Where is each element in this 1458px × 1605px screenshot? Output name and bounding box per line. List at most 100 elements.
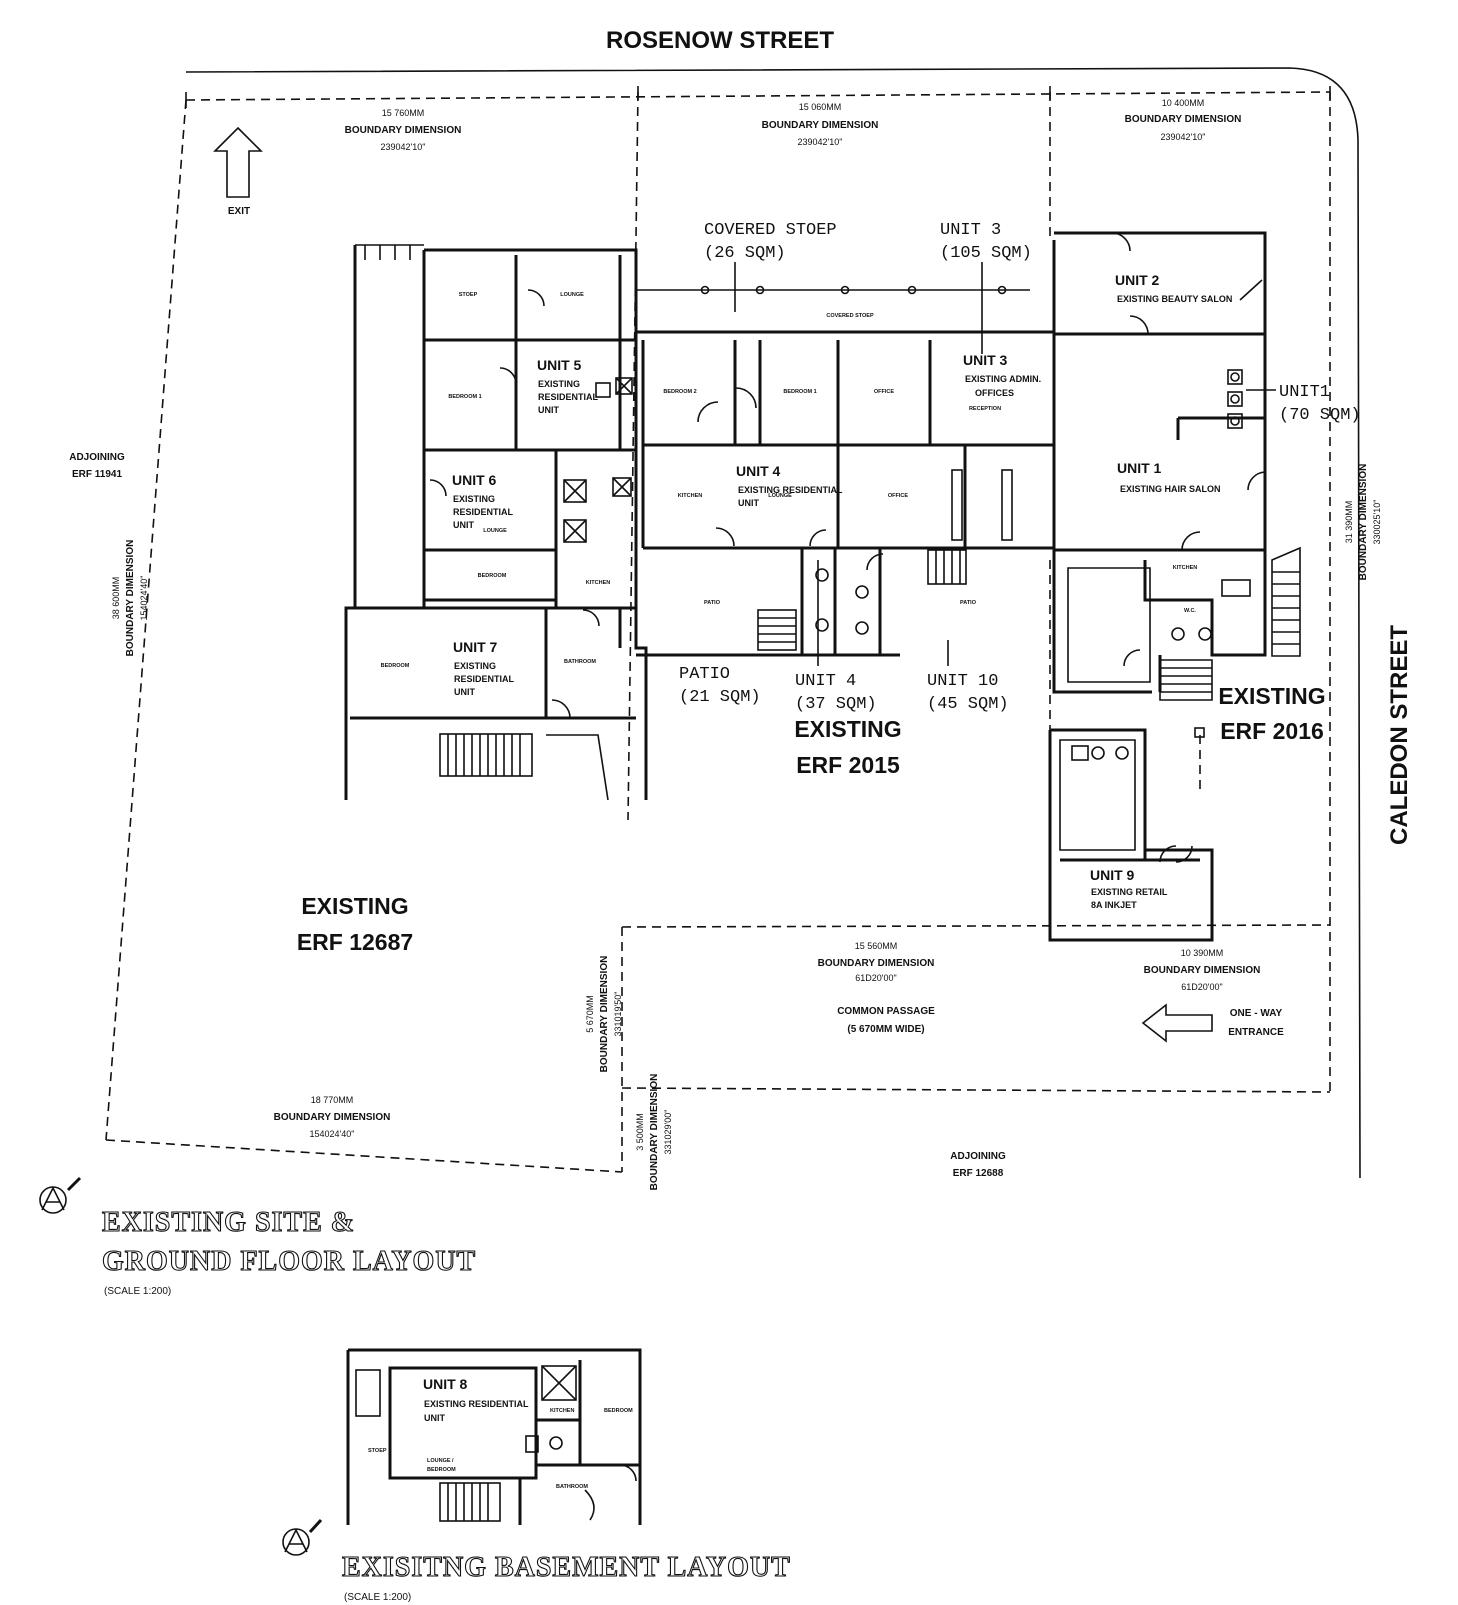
unit-2-name: UNIT 2 xyxy=(1115,272,1160,288)
top-right-bearing: 239042'10" xyxy=(1161,132,1206,142)
unit-6-desc3: UNIT xyxy=(453,520,474,530)
unit-2-desc: EXISTING BEAUTY SALON xyxy=(1117,294,1232,304)
left-label: BOUNDARY DIMENSION xyxy=(125,540,136,657)
right-bearing: 330025'10" xyxy=(1372,500,1382,545)
erf-12687-line2: ERF 12687 xyxy=(297,929,413,955)
svg-text:LOUNGE: LOUNGE xyxy=(768,493,792,499)
svg-text:KITCHEN: KITCHEN xyxy=(1173,565,1197,571)
bottom-label: BOUNDARY DIMENSION xyxy=(274,1112,391,1123)
left-dim: 38 600MM xyxy=(111,577,121,620)
top-left-label: BOUNDARY DIMENSION xyxy=(345,125,462,136)
one-way-line1: ONE - WAY xyxy=(1230,1008,1283,1019)
ground-scale: (SCALE 1:200) xyxy=(104,1286,171,1297)
top-right-dim: 10 400MM xyxy=(1162,98,1205,108)
unit1-callout-line1: UNIT1 xyxy=(1279,383,1330,402)
erf-2015-line2: ERF 2015 xyxy=(796,752,900,778)
exit-arrow-icon xyxy=(213,126,263,198)
bottom-dim: 18 770MM xyxy=(311,1095,354,1105)
vert-mid-bearing: 331019'50" xyxy=(613,992,623,1037)
mid-lower-label: BOUNDARY DIMENSION xyxy=(818,958,935,969)
right-dim: 31 390MM xyxy=(1344,501,1354,544)
adjoining-11941-line1: ADJOINING xyxy=(69,452,125,463)
unit-9-building xyxy=(1048,728,1214,942)
unit-8-name: UNIT 8 xyxy=(423,1376,468,1392)
svg-text:BEDROOM 1: BEDROOM 1 xyxy=(448,394,481,400)
svg-text:LOUNGE /: LOUNGE / xyxy=(427,1458,454,1464)
svg-text:LOUNGE: LOUNGE xyxy=(483,528,507,534)
unit-4-desc2: UNIT xyxy=(738,498,759,508)
stoep-callout-line1: COVERED STOEP xyxy=(704,221,837,240)
basement-north-arrow-icon xyxy=(282,1518,323,1556)
vert-mid-dim: 5 670MM xyxy=(585,995,595,1033)
right-lower-dim: 10 390MM xyxy=(1181,948,1224,958)
svg-text:RECEPTION: RECEPTION xyxy=(969,406,1001,412)
units-1-2-building: KITCHEN W.C. xyxy=(1052,231,1301,701)
unit-3-desc1: EXISTING ADMIN. xyxy=(965,374,1041,384)
vert-mid-label: BOUNDARY DIMENSION xyxy=(599,956,610,1073)
adjoining-11941-line2: ERF 11941 xyxy=(72,469,122,480)
unit-8-desc2: UNIT xyxy=(424,1413,445,1423)
mid-lower-dim: 15 560MM xyxy=(855,941,898,951)
unit4-callout-line2: (37 SQM) xyxy=(795,695,877,714)
common-passage-line2: (5 670MM WIDE) xyxy=(847,1024,924,1035)
vert-low-dim: 3 500MM xyxy=(635,1113,645,1151)
unit-6-name: UNIT 6 xyxy=(452,472,497,488)
svg-text:BEDROOM 2: BEDROOM 2 xyxy=(663,389,696,395)
erf-2016-line1: EXISTING xyxy=(1218,683,1325,709)
unit-9-desc1: EXISTING RETAIL xyxy=(1091,887,1168,897)
unit-1-name: UNIT 1 xyxy=(1117,460,1162,476)
top-mid-label: BOUNDARY DIMENSION xyxy=(762,120,879,131)
top-mid-dim: 15 060MM xyxy=(799,102,842,112)
top-mid-bearing: 239042'10" xyxy=(798,137,843,147)
top-left-bearing: 239042'10" xyxy=(381,142,426,152)
erf-12687-line1: EXISTING xyxy=(301,893,408,919)
svg-text:OFFICE: OFFICE xyxy=(874,389,894,395)
adjoining-12688-line1: ADJOINING xyxy=(950,1151,1006,1162)
svg-text:KITCHEN: KITCHEN xyxy=(550,1408,574,1414)
unit-7-desc1: EXISTING xyxy=(454,661,496,671)
unit-5-name: UNIT 5 xyxy=(537,357,582,373)
unit-6-desc2: RESIDENTIAL xyxy=(453,507,514,517)
rosenow-street-curb xyxy=(185,67,1361,1179)
caledon-street-label: CALEDON STREET xyxy=(1386,625,1413,845)
ground-title-line1: EXISTING SITE & xyxy=(102,1207,355,1238)
unit1-callout-line2: (70 SQM) xyxy=(1279,406,1361,425)
exit-label: EXIT xyxy=(228,206,250,217)
north-arrow-icon xyxy=(39,1176,82,1214)
unit10-callout-line2: (45 SQM) xyxy=(927,695,1009,714)
svg-text:BEDROOM: BEDROOM xyxy=(604,1408,633,1414)
unit-9-desc2: 8A INKJET xyxy=(1091,900,1137,910)
erf-2015-line1: EXISTING xyxy=(794,716,901,742)
common-passage-line1: COMMON PASSAGE xyxy=(837,1006,935,1017)
boundary-labels: 15 760MM BOUNDARY DIMENSION 239042'10" 1… xyxy=(111,98,1382,1190)
unit-3-desc2: OFFICES xyxy=(975,388,1014,398)
svg-text:PATIO: PATIO xyxy=(704,600,721,606)
unit3-callout-line1: UNIT 3 xyxy=(940,221,1001,240)
svg-text:W.C.: W.C. xyxy=(1184,608,1196,614)
unit-5-desc1: EXISTING xyxy=(538,379,580,389)
svg-text:KITCHEN: KITCHEN xyxy=(586,580,610,586)
svg-text:OFFICE: OFFICE xyxy=(888,493,908,499)
site-boundary xyxy=(105,86,1331,1173)
patio-callout-line1: PATIO xyxy=(679,665,730,684)
one-way-line2: ENTRANCE xyxy=(1228,1027,1284,1038)
basement-scale: (SCALE 1:200) xyxy=(344,1592,411,1603)
unit-9-name: UNIT 9 xyxy=(1090,867,1135,883)
unit-4-name: UNIT 4 xyxy=(736,463,781,479)
unit4-callout-line1: UNIT 4 xyxy=(795,672,856,691)
one-way-arrow-icon xyxy=(1141,1003,1213,1043)
unit-3-name: UNIT 3 xyxy=(963,352,1008,368)
unit3-callout-line2: (105 SQM) xyxy=(940,244,1032,263)
mid-lower-bearing: 61D20'00" xyxy=(855,973,896,983)
vert-low-label: BOUNDARY DIMENSION xyxy=(649,1074,660,1191)
unit10-callout-line1: UNIT 10 xyxy=(927,672,998,691)
bottom-bearing: 154024'40" xyxy=(310,1129,355,1139)
erf-2016-line2: ERF 2016 xyxy=(1220,718,1324,744)
left-bearing: 154024'40" xyxy=(139,576,149,621)
unit-1-desc: EXISTING HAIR SALON xyxy=(1120,484,1221,494)
right-lower-label: BOUNDARY DIMENSION xyxy=(1144,965,1261,976)
unit-7-desc2: RESIDENTIAL xyxy=(454,674,515,684)
svg-text:KITCHEN: KITCHEN xyxy=(678,493,702,499)
top-left-dim: 15 760MM xyxy=(382,108,425,118)
